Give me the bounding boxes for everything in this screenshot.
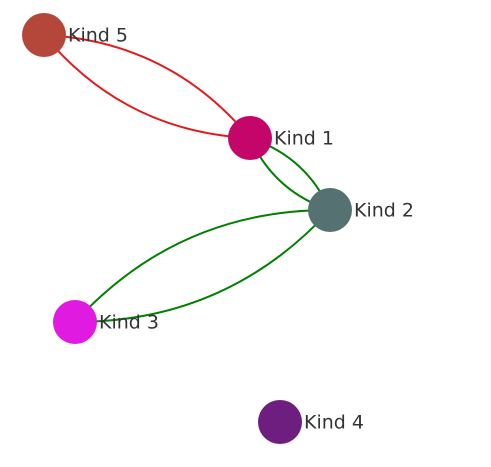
node-kind5-label: Kind 5 (68, 25, 128, 47)
node-kind3-label: Kind 3 (99, 312, 159, 334)
nodes-layer: Kind 5 Kind 1 Kind 2 Kind 3 Kind 4 (22, 13, 414, 444)
node-kind3-circle[interactable] (53, 300, 97, 344)
node-kind4[interactable]: Kind 4 (258, 400, 364, 444)
node-kind5[interactable]: Kind 5 (22, 13, 128, 57)
node-kind2-circle[interactable] (308, 188, 352, 232)
node-kind4-circle[interactable] (258, 400, 302, 444)
link-kind1-to-kind5 (43, 34, 251, 139)
link-kind5-to-kind1 (43, 34, 251, 139)
node-kind1-circle[interactable] (228, 116, 272, 160)
node-kind2-label: Kind 2 (354, 200, 414, 222)
node-kind4-label: Kind 4 (304, 412, 364, 434)
node-kind1[interactable]: Kind 1 (228, 116, 334, 160)
link-kind3-to-kind2 (74, 209, 331, 324)
node-kind5-circle[interactable] (22, 13, 66, 57)
node-kind2[interactable]: Kind 2 (308, 188, 414, 232)
node-kind3[interactable]: Kind 3 (53, 300, 159, 344)
node-kind1-label: Kind 1 (274, 128, 334, 150)
links-layer (43, 34, 331, 324)
link-kind2-to-kind3 (74, 208, 331, 323)
